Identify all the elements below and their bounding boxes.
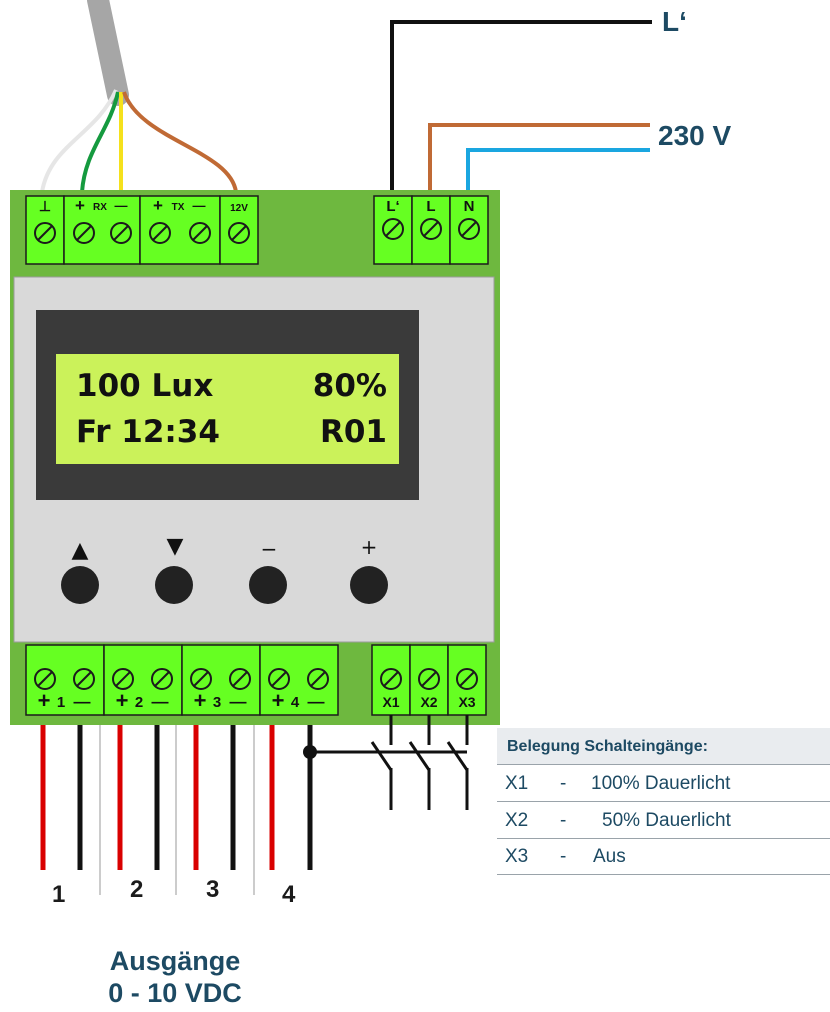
wire-blue-n — [466, 148, 650, 192]
label-l-prime: L‘ — [662, 6, 687, 37]
lcd-line1-left: 100 Lux — [76, 368, 214, 404]
wire-black-lprime — [390, 20, 652, 192]
top-screws — [34, 218, 480, 244]
output3-label: 3 — [212, 694, 222, 711]
outputs-range: 0 - 10 VDC — [108, 978, 242, 1008]
output2-label: 2 — [134, 694, 144, 711]
legend-value: 100% Dauerlicht — [591, 773, 731, 794]
junction-dot — [303, 745, 317, 759]
legend-sep: - — [560, 810, 567, 831]
legend-key: X1 — [505, 773, 529, 794]
input-x1-label: X1 — [382, 694, 400, 710]
down-arrow-icon: ▼ — [166, 534, 184, 559]
output1-plus-label: + — [37, 688, 51, 713]
label-230v: 230 V — [658, 120, 732, 151]
output4-plus-label: + — [271, 688, 285, 713]
output3-plus-label: + — [193, 688, 207, 713]
output4-minus-label: — — [307, 692, 325, 711]
switch-wiring — [308, 715, 469, 810]
legend-header: Belegung Schalteingänge: — [497, 728, 830, 765]
output4-label: 4 — [290, 694, 300, 711]
wire-brown-12v — [122, 91, 238, 193]
legend-row-x1: X1 - 100% Dauerlicht — [497, 765, 830, 802]
legend-title: Belegung Schalteingänge: — [507, 738, 708, 755]
terminal-n-label: N — [463, 198, 475, 215]
legend-value: Aus — [593, 846, 626, 867]
output1-label: 1 — [56, 694, 66, 711]
lcd-line2-left: Fr 12:34 — [76, 414, 220, 450]
minus-button[interactable] — [249, 566, 287, 604]
output3-minus-label: — — [229, 692, 247, 711]
output2-minus-label: — — [151, 692, 169, 711]
input-x3-label: X3 — [458, 694, 476, 710]
terminal-l-label: L — [426, 198, 436, 215]
output-number-4: 4 — [282, 881, 296, 908]
up-arrow-icon: ▲ — [71, 538, 89, 563]
legend-row-x2: X2 - 50% Dauerlicht — [497, 802, 830, 839]
output-number-2: 2 — [130, 876, 144, 903]
legend-sep: - — [560, 846, 567, 867]
lcd-line1-right: 80% — [312, 368, 387, 404]
output-number-3: 3 — [206, 876, 220, 903]
terminal-tx-plus-label: + — [153, 196, 163, 215]
down-button[interactable] — [155, 566, 193, 604]
legend-sep: - — [560, 773, 567, 794]
output-number-1: 1 — [52, 881, 66, 908]
legend-row-x3: X3 - Aus — [497, 838, 830, 875]
lcd-screen — [56, 354, 399, 464]
legend-key: X2 — [505, 810, 529, 831]
bottom-screws — [34, 668, 478, 690]
wire-white — [40, 89, 118, 193]
terminal-tx-label: TX — [171, 202, 185, 213]
terminal-lprime-label: L‘ — [386, 198, 400, 215]
terminal-rx-label: RX — [93, 202, 107, 213]
legend-value: 50% Dauerlicht — [602, 810, 731, 831]
output1-minus-label: — — [73, 692, 91, 711]
terminal-rx-plus-label: + — [75, 196, 85, 215]
output-dividers — [99, 725, 255, 895]
terminal-12v-label: 12V — [230, 203, 248, 214]
minus-icon: − — [260, 537, 278, 561]
up-button[interactable] — [61, 566, 99, 604]
sensor-cable — [87, 0, 129, 106]
input-x2-label: X2 — [420, 694, 438, 710]
plus-button[interactable] — [350, 566, 388, 604]
terminal-tx-minus-label: — — [192, 198, 206, 213]
plus-icon: + — [360, 535, 378, 559]
wire-green — [80, 91, 120, 193]
outputs-title: Ausgänge — [109, 946, 241, 976]
legend-key: X3 — [505, 846, 529, 867]
wire-brown-l — [428, 123, 650, 192]
lcd-line2-right: R01 — [319, 414, 387, 450]
terminal-ground-label: ⊥ — [38, 198, 52, 214]
output2-plus-label: + — [115, 688, 129, 713]
terminal-rx-minus-label: — — [114, 198, 128, 213]
